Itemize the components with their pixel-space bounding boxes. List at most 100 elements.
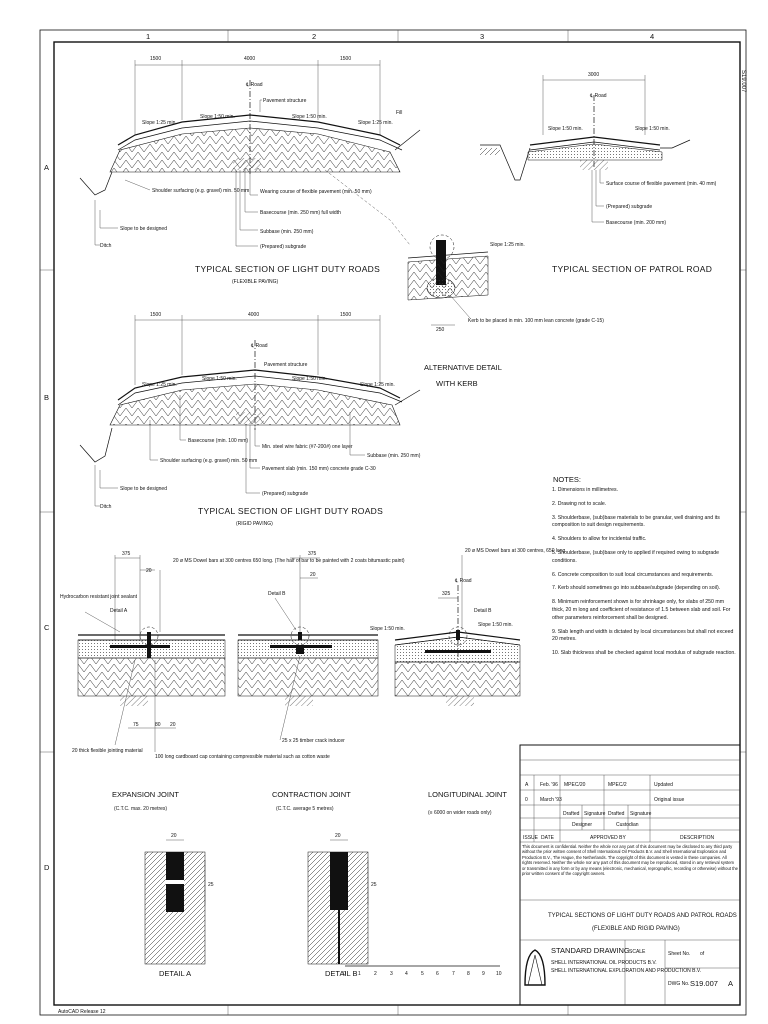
rigid-dim-1: 1500 — [150, 312, 161, 318]
flex-shoulder: Shoulder surfacing (e.g. gravel) min. 50… — [152, 188, 249, 194]
scale-tick: 8 — [467, 971, 470, 977]
company-2: SHELL INTERNATIONAL EXPLORATION AND PROD… — [551, 968, 701, 974]
kerb-title-2: WITH KERB — [436, 379, 478, 388]
sheet-of: of — [700, 951, 705, 957]
flex-dim-2: 4000 — [244, 56, 255, 62]
grid-ticks — [40, 30, 746, 1015]
exp-detail-a: Detail A — [110, 608, 128, 614]
rev-a-date: Feb. '96 — [540, 782, 558, 788]
exp-filler: 20 thick flexible jointing material — [72, 748, 143, 754]
grid-col-1: 1 — [146, 32, 150, 41]
exp-dim-b3: 20 — [170, 722, 176, 728]
dwg-rev: A — [728, 979, 733, 988]
note-item: 9. Slab length and width is dictated by … — [552, 628, 734, 643]
grid-col-3: 3 — [480, 32, 484, 41]
sign-label: Signature — [630, 811, 652, 817]
note-item: 10. Slab thickness shall be checked agai… — [552, 650, 736, 657]
drawing-title-2: (FLEXIBLE AND RIGID PAVING) — [592, 926, 680, 932]
rigid-road-cl: ℄ Road — [250, 343, 268, 349]
rev-a-checked: MPEC/2 — [608, 782, 627, 788]
note-item: 5. Shoulderbase, (sub)base only to appli… — [552, 549, 719, 564]
rigid-slab: Pavement slab (min. 150 mm) concrete gra… — [262, 466, 376, 472]
title-block: A Feb. '96 MPEC/20 MPEC/2 Updated 0 Marc… — [519, 744, 741, 1006]
exp-cap: 100 long cardboard cap containing compre… — [155, 754, 330, 760]
tb-header-approved: APPROVED BY — [590, 835, 627, 841]
grid-col-4: 4 — [650, 32, 654, 41]
sign-label: Drafted — [608, 811, 625, 817]
flex-slope-left: Slope 1:25 min. — [142, 120, 177, 126]
kerb-dim: 250 — [436, 327, 445, 333]
kerb-note: Kerb to be placed in min. 100 mm lean co… — [468, 318, 604, 324]
contraction-joint — [237, 555, 379, 741]
exp-sealant: Hydrocarbon resistant joint sealant — [60, 594, 138, 600]
note-item: 6. Concrete composition to suit local ci… — [552, 571, 714, 578]
exp-title: EXPANSION JOINT — [112, 790, 179, 799]
detail-a-dim-top: 20 — [171, 833, 177, 839]
rigid-mesh: Min. steel wire fabric (#7-200#) one lay… — [262, 444, 353, 450]
rigid-title: TYPICAL SECTION OF LIGHT DUTY ROADS — [198, 506, 383, 516]
flex-dim-3: 1500 — [340, 56, 351, 62]
con-sub: (C.T.C. average 5 metres) — [276, 806, 334, 812]
note-item: 7. Kerb should sometimes go into subbase… — [552, 585, 721, 592]
con-dim-1: 375 — [308, 551, 317, 557]
scale-bar: 0 1 2 3 4 5 6 7 8 9 10 — [343, 965, 502, 977]
flex-pavement: Pavement structure — [263, 98, 307, 104]
detail-a — [144, 839, 206, 965]
flex-slope-right: Slope 1:25 min. — [358, 120, 393, 126]
detail-a-title: DETAIL A — [159, 969, 191, 978]
lon-sub: (≡ 6000 on wider roads only) — [428, 810, 492, 816]
inner-border — [53, 41, 741, 1006]
scale-tick: 2 — [374, 971, 377, 977]
lon-detail-b: Detail B — [474, 608, 492, 614]
rigid-pavement: Pavement structure — [264, 362, 308, 368]
flex-subbase: Subbase (min. 250 mm) — [260, 229, 314, 235]
patrol-surface: Surface course of flexible pavement (min… — [606, 181, 717, 187]
lon-dim: 325 — [442, 591, 451, 597]
con-inducer: 25 x 25 timber crack inducer — [282, 738, 345, 744]
lon-dowel: 20 ø MS Dowel bars at 300 centres, 650 l… — [465, 548, 566, 554]
note-item: 2. Drawing not to scale. — [552, 500, 607, 507]
patrol-basecourse: Basecourse (min. 200 mm) — [606, 220, 666, 226]
rev-a-drawn: MPEC/20 — [564, 782, 586, 788]
vertical-ref: S19.007 — [740, 70, 746, 93]
rev-0-date: March '93 — [540, 797, 562, 803]
note-item: 8. Minimum reinforcement shown is for sh… — [552, 599, 731, 621]
exp-dim-2: 20 — [146, 568, 152, 574]
scale-tick: 5 — [421, 971, 424, 977]
lon-slope-right: Slope 1:50 min. — [478, 622, 513, 628]
tb-header-date: DATE — [541, 835, 555, 841]
exp-sub: (C.T.C. max. 20 metres) — [114, 806, 167, 812]
exp-dowel: 20 ø MS Dowel bars at 300 centres 650 lo… — [173, 558, 405, 564]
standard-drawing: STANDARD DRAWING — [551, 946, 630, 955]
lon-title: LONGITUDINAL JOINT — [428, 790, 507, 799]
rigid-subgrade: (Prepared) subgrade — [262, 491, 308, 497]
notes-list: 1. Dimensions in millimetres. 2. Drawing… — [552, 487, 736, 657]
scale-tick: 6 — [436, 971, 439, 977]
dwg-label: DWG No. — [668, 981, 689, 987]
patrol-slope-left: Slope 1:50 min. — [548, 126, 583, 132]
flex-wearing: Wearing course of flexible pavement (min… — [260, 189, 372, 195]
patrol-road-cl: ℄ Road — [589, 93, 607, 99]
flex-slope-mid1: Slope 1:50 min. — [200, 114, 235, 120]
detail-b — [307, 839, 369, 965]
sign-label: Drafted — [563, 811, 580, 817]
rigid-shoulder: Shoulder surfacing (e.g. gravel) min. 50… — [160, 458, 257, 464]
scale-tick: 10 — [496, 971, 502, 977]
outer-border — [39, 29, 747, 1016]
company-1: SHELL INTERNATIONAL OIL PRODUCTS B.V. — [551, 960, 657, 966]
lon-road-cl: ℄ Road — [454, 578, 472, 584]
rev-0-desc: Original issue — [654, 797, 685, 803]
notes-heading: NOTES: — [553, 475, 581, 484]
flex-subtitle: (FLEXIBLE PAVING) — [232, 279, 279, 285]
detail-b-dim-top: 20 — [335, 833, 341, 839]
drawing-title-1: TYPICAL SECTIONS OF LIGHT DUTY ROADS AND… — [548, 913, 737, 919]
scale-tick: 9 — [482, 971, 485, 977]
rev-0-issue: 0 — [525, 797, 528, 803]
patrol-section — [480, 75, 691, 223]
expansion-joint — [77, 555, 226, 752]
con-detail-b: Detail B — [268, 591, 286, 597]
rigid-slope-mid2: Slope 1:50 min. — [292, 376, 327, 382]
rigid-slope-mid1: Slope 1:50 min. — [202, 376, 237, 382]
note-item: 1. Dimensions in millimetres. — [552, 487, 619, 493]
scale-label: SCALE — [629, 949, 646, 955]
